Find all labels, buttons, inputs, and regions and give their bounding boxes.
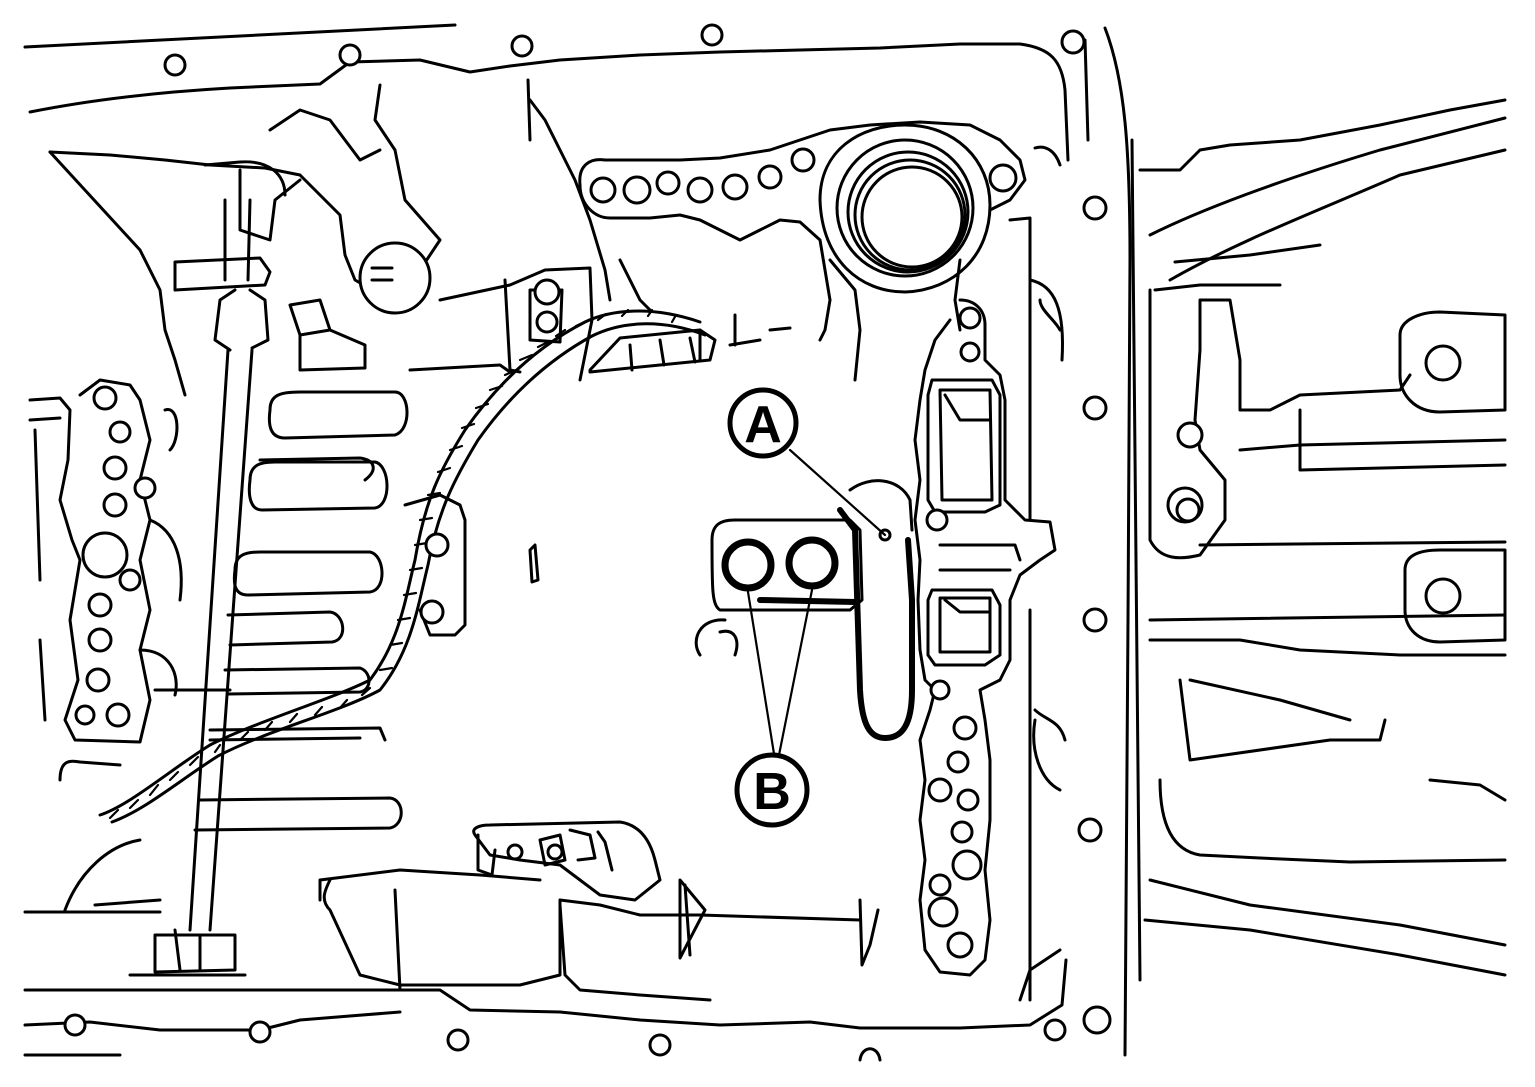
bolt-hole [700, 23, 724, 47]
bolt-hole [1082, 195, 1108, 221]
bolt-hole [1082, 395, 1108, 421]
case-right-flange [1008, 145, 1067, 1002]
left-valve-plate [28, 378, 152, 744]
seal-ring-left [721, 538, 775, 592]
harness-cable [98, 308, 707, 824]
seal-ring-right [785, 536, 839, 590]
callout-a: A [727, 387, 887, 537]
bolt-hole [1082, 607, 1108, 633]
callout-b-label: B [753, 763, 791, 821]
center-upper-bracket [408, 78, 792, 382]
bolt-hole [510, 34, 534, 58]
round-port [818, 123, 992, 382]
part-b-seals [721, 536, 839, 592]
bolt-hole [338, 43, 362, 67]
center-small-parts [403, 479, 915, 741]
flange-bolt-holes [63, 23, 1112, 1062]
case-outline [23, 23, 1142, 1057]
bottom-center-bracket [318, 820, 880, 1002]
callout-b-circle [734, 752, 810, 828]
left-plate-holes [74, 385, 157, 728]
callout-a-leader [788, 448, 887, 537]
callout-b-leader-left [746, 590, 777, 762]
callout-a-label: A [744, 396, 782, 454]
top-valve-plate [578, 120, 1027, 302]
bolt-hole [1077, 817, 1103, 843]
right-housing [1138, 98, 1507, 977]
dipstick-rod [128, 160, 287, 977]
bolt-hole [1043, 1018, 1067, 1042]
left-housing [48, 83, 442, 912]
bolt-hole [248, 1020, 272, 1044]
bolt-hole [446, 1028, 470, 1052]
callout-b: B [734, 588, 814, 828]
bolt-hole [163, 53, 187, 77]
callout-b-leader-right [776, 588, 814, 762]
right-strip-holes [925, 306, 983, 959]
round-boss [358, 241, 432, 315]
bolt-hole [1082, 1005, 1112, 1035]
callout-a-circle [727, 387, 799, 459]
bolt-hole [1060, 29, 1086, 55]
bolt-hole [63, 1013, 87, 1037]
right-valve-strip [913, 298, 1057, 977]
bolt-hole [648, 1033, 672, 1057]
